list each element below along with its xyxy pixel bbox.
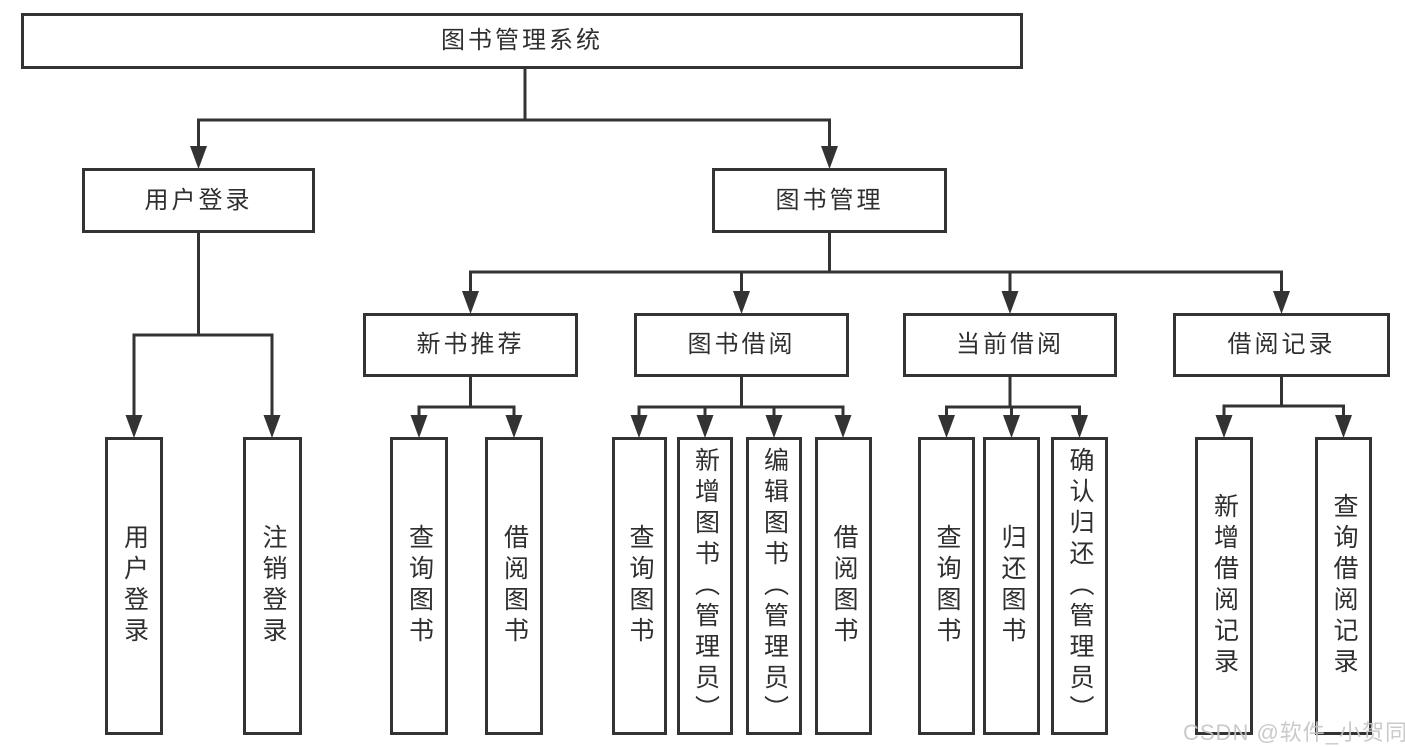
node-label: 查询图书: [626, 524, 654, 648]
leaf-user-login: 用户登录: [105, 437, 163, 735]
node-label: 新增图书（管理员）: [691, 446, 720, 726]
node-label: 借阅图书: [830, 524, 858, 648]
node-label: 新书推荐: [416, 331, 525, 358]
node-borrowing-records: 借阅记录: [1173, 313, 1390, 377]
leaf-borrow-books-recommend: 借阅图书: [485, 437, 543, 735]
node-label: 查询借阅记录: [1330, 493, 1358, 679]
leaf-query-books-borrow: 查询图书: [612, 437, 667, 735]
node-user-login: 用户登录: [82, 168, 315, 233]
node-label: 用户登录: [144, 186, 253, 214]
node-label: 新增借阅记录: [1210, 493, 1239, 679]
leaf-borrow-books: 借阅图书: [815, 437, 872, 735]
node-label: 用户登录: [120, 524, 149, 648]
node-root: 图书管理系统: [21, 13, 1023, 69]
arrow-down-icon: [125, 415, 281, 438]
node-book-management: 图书管理: [712, 168, 947, 233]
connector-bookmgmt-to-level3: [469, 233, 1283, 296]
connector-newbook-to-leaves: [417, 377, 516, 418]
node-label: 查询图书: [405, 524, 434, 648]
node-label: 当前借阅: [956, 331, 1064, 358]
leaf-edit-books-admin: 编辑图书（管理员）: [746, 437, 802, 735]
leaf-add-books-admin: 新增图书（管理员）: [677, 437, 733, 735]
node-label: 确认归还（管理员）: [1066, 446, 1094, 726]
connector-borrowrecord-to-leaves: [1222, 377, 1345, 418]
leaf-return-books: 归还图书: [983, 437, 1040, 735]
node-book-borrowing: 图书借阅: [634, 313, 849, 377]
node-label: 图书借阅: [687, 331, 796, 358]
leaf-query-borrow-record: 查询借阅记录: [1315, 437, 1372, 735]
arrow-down-icon: [1215, 415, 1352, 438]
node-label: 编辑图书（管理员）: [760, 446, 789, 726]
arrow-down-icon: [938, 415, 1088, 438]
node-label: 查询图书: [933, 524, 961, 648]
node-current-borrowing: 当前借阅: [903, 313, 1117, 377]
leaf-add-borrow-record: 新增借阅记录: [1195, 437, 1253, 735]
arrow-down-icon: [630, 415, 852, 438]
arrow-down-icon: [190, 146, 838, 169]
node-new-book-recommendation: 新书推荐: [363, 313, 578, 377]
leaf-query-books-recommend: 查询图书: [390, 437, 448, 735]
leaf-query-books-current: 查询图书: [918, 437, 975, 735]
csdn-watermark: CSDN @软件_小贺同学: [1183, 720, 1405, 745]
connector-bookborrow-to-leaves: [637, 377, 845, 418]
leaf-confirm-return-admin: 确认归还（管理员）: [1051, 437, 1108, 735]
connector-root-to-level2: [197, 69, 831, 150]
connector-userlogin-to-leaves: [132, 233, 274, 418]
arrow-down-icon: [410, 415, 523, 438]
node-label: 借阅记录: [1227, 331, 1336, 358]
node-label: 借阅图书: [500, 524, 529, 648]
node-label: 图书管理: [775, 186, 884, 214]
leaf-logout: 注销登录: [243, 437, 302, 735]
node-label: 注销登录: [259, 524, 287, 648]
arrow-down-icon: [462, 291, 1290, 314]
connector-currentborrow-to-leaves: [945, 377, 1081, 418]
node-label: 图书管理系统: [441, 27, 603, 54]
node-label: 归还图书: [998, 524, 1026, 648]
